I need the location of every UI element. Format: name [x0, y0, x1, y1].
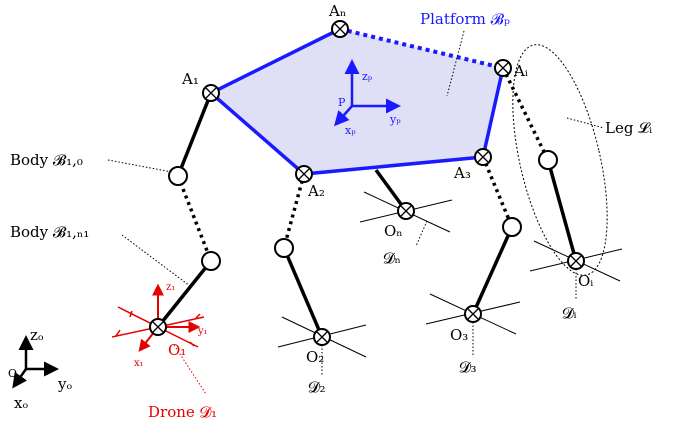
body-first-label: Body 𝓑₁,₀ — [10, 151, 83, 169]
platform-frame-z-label: zₚ — [362, 70, 373, 83]
drone-2-label: 𝓓₂ — [308, 378, 326, 396]
leg-3 — [471, 156, 514, 315]
drone-n-center-label: Oₙ — [384, 222, 403, 240]
drone-i-label: 𝓓ᵢ — [562, 304, 577, 322]
platform-frame — [334, 59, 401, 127]
leg-1 — [156, 92, 213, 329]
drone-1-x-label: x₁ — [134, 358, 144, 369]
platform-area — [211, 29, 503, 174]
vertex-a1-label: A₁ — [181, 70, 199, 88]
cross-joints — [149, 20, 585, 346]
drone-1-z-label: z₁ — [166, 282, 175, 293]
platform-frame-y-label: yₚ — [389, 113, 401, 126]
drone-2-center-label: O₂ — [306, 348, 324, 366]
leg-ellipse — [512, 44, 608, 276]
joints — [168, 150, 558, 271]
drone-1-y-label: y₁ — [197, 326, 208, 337]
world-frame-origin-label: O — [8, 367, 17, 380]
leg-label: Leg 𝓛ᵢ — [605, 119, 652, 137]
drone-3-label: 𝓓₃ — [459, 358, 477, 376]
platform-frame-origin-label: P — [338, 96, 346, 109]
drone-1-leader — [173, 344, 207, 395]
leg-2 — [282, 173, 324, 338]
vertex-a2-label: A₂ — [307, 182, 325, 200]
platform-edge-dotted — [339, 27, 504, 70]
platform-frame-x-label: xₚ — [345, 124, 356, 137]
world-frame-z-label: zₒ — [30, 326, 44, 344]
drone-1-label: Drone 𝓓₁ — [148, 403, 217, 421]
drone-n-label: 𝓓ₙ — [383, 249, 401, 267]
platform-label: Platform 𝓑ₚ — [420, 10, 510, 28]
world-frame — [12, 335, 59, 389]
leg-i — [501, 67, 578, 262]
vertex-ai-label: Aᵢ — [513, 62, 528, 80]
world-frame-y-label: yₒ — [57, 375, 72, 393]
vertex-an-label: Aₙ — [328, 2, 346, 20]
drone-3-center-label: O₃ — [450, 326, 468, 344]
leader-lines — [107, 30, 605, 376]
vertex-a3-label: A₃ — [453, 164, 471, 182]
drone-1-center-label: O₁ — [168, 341, 186, 359]
world-frame-x-label: xₒ — [14, 394, 28, 412]
drone-i-center-label: Oᵢ — [578, 272, 593, 290]
body-last-label: Body 𝓑₁,ₙ₁ — [10, 223, 89, 241]
